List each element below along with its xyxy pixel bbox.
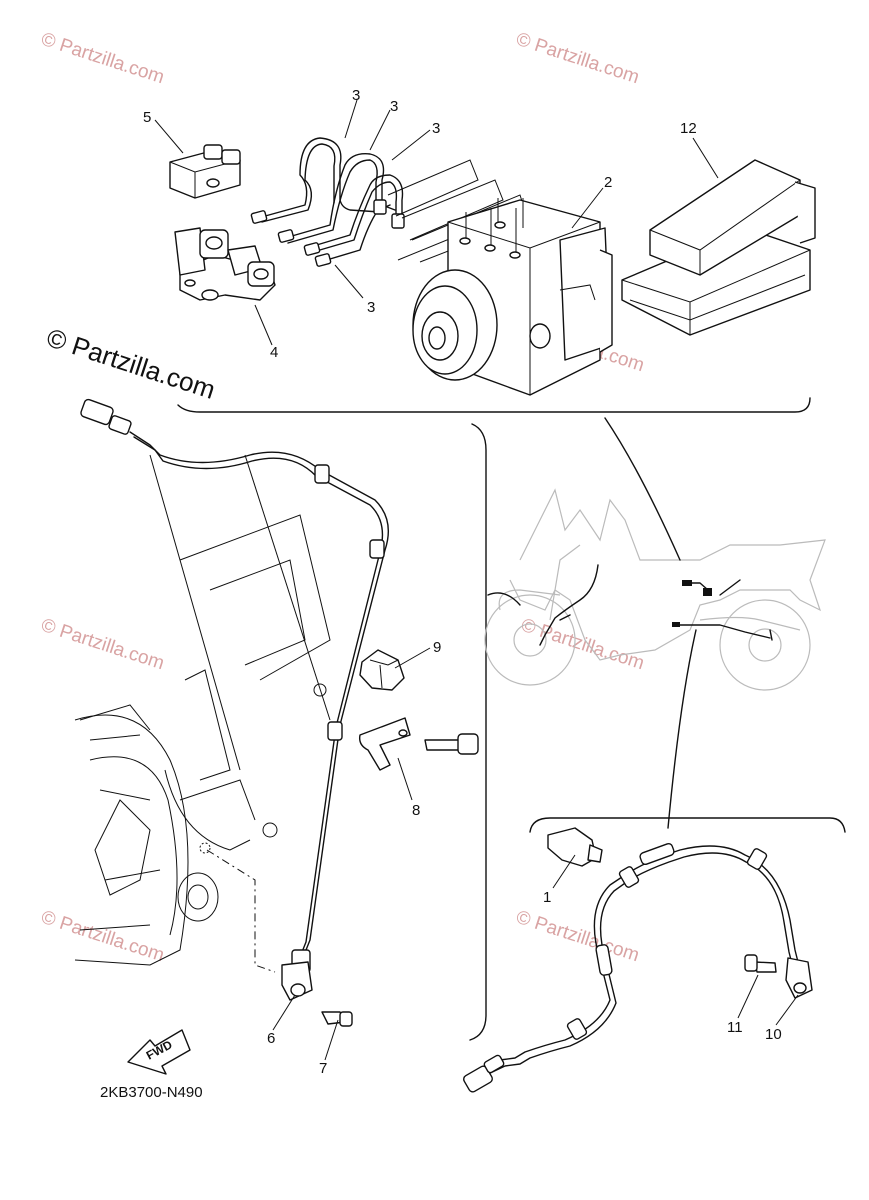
forward-arrow: FWD [127,1029,191,1075]
front-sensor-part-6 [281,961,313,1001]
callout-2: 2 [604,174,612,191]
watermark-text: © Partzilla.com [513,907,641,967]
callout-5: 5 [143,109,151,126]
rear-sensor-lead [463,842,801,1093]
abs-hydraulic-unit-part-2 [412,198,613,396]
bolt-part-11 [744,954,777,973]
front-sensor-lead [80,398,389,973]
callout-6: 6 [267,1030,275,1047]
watermark-text: © Partzilla.com [38,29,166,89]
watermark-text: © Partzilla.com [518,615,646,675]
front-fork-and-hub [74,454,331,973]
watermark-text: © Partzilla.com [38,907,166,967]
holder-part-9 [359,649,405,691]
abs-ecu-part-12 [621,159,816,336]
rear-sensor-part-10 [785,957,813,999]
callout-3: 3 [390,98,398,115]
callout-9: 9 [433,639,441,656]
diagram-code: 2KB3700-N490 [100,1084,203,1101]
callout-3: 3 [352,87,360,104]
callout-8: 8 [412,802,420,819]
callout-4: 4 [270,344,278,361]
watermark-main-text: © Partzilla.com [43,322,219,405]
joint-block-part-5 [169,144,241,199]
callout-1: 1 [543,889,551,906]
watermark-text: © Partzilla.com [513,29,641,89]
holder-part-1 [547,827,603,867]
callout-10: 10 [765,1026,782,1043]
motorcycle-silhouette [484,417,826,829]
panel-dividers [177,397,846,1041]
callout-3: 3 [432,120,440,137]
leader-lines [154,99,799,1061]
bolt-part-7 [321,1011,353,1027]
callout-7: 7 [319,1060,327,1077]
bracket-part-8 [358,717,479,771]
callout-11: 11 [727,1019,743,1036]
callout-3: 3 [367,299,375,316]
brake-pipe-group [169,137,529,301]
callout-numbers: 5 3 3 3 3 4 2 12 9 8 6 7 1 11 10 [143,87,782,1077]
bracket-part-4 [174,227,276,301]
brake-pipes-part-3 [250,137,405,267]
watermark-text: © Partzilla.com [38,615,166,675]
callout-12: 12 [680,120,697,137]
